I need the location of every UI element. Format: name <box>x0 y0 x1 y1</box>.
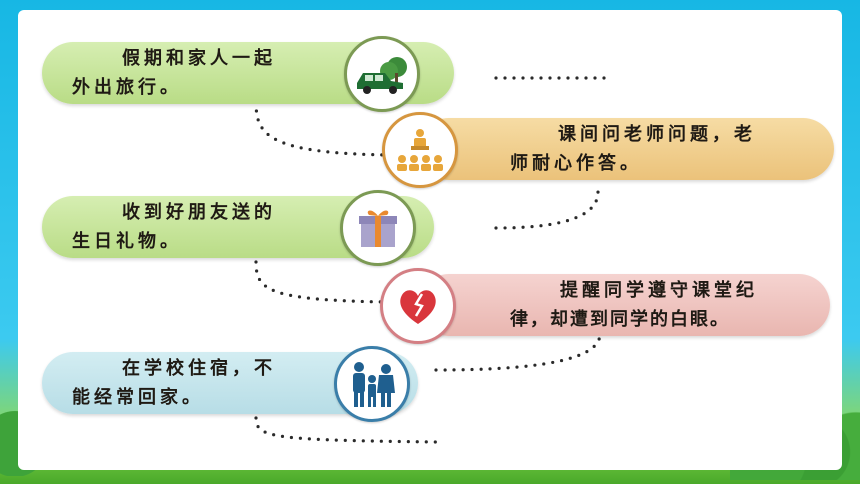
activity-text-line: 收到好朋友送的 <box>122 202 276 223</box>
activity-text: 假期和家人一起 外出旅行。 <box>52 42 312 104</box>
content-card: 假期和家人一起 外出旅行。 课间问老师问题，老 师耐心作答。 <box>18 10 842 470</box>
activity-text: 在学校住宿，不 能经常回家。 <box>52 352 312 414</box>
broken-heart-icon <box>380 268 456 344</box>
activity-text: 提醒同学遵守课堂纪 律，却遭到同学的白眼。 <box>510 274 820 336</box>
activity-text: 课间问老师问题，老 师耐心作答。 <box>510 118 810 180</box>
activity-text-line: 师耐心作答。 <box>510 153 642 174</box>
gift-icon <box>340 190 416 266</box>
car-trip-icon <box>344 36 420 112</box>
activity-text-line: 假期和家人一起 <box>122 48 276 69</box>
activity-text-line: 课间问老师问题，老 <box>558 124 756 145</box>
activity-pill-teacher: 课间问老师问题，老 师耐心作答。 <box>418 118 834 180</box>
activity-text-line: 生日礼物。 <box>72 231 182 252</box>
teacher-students-icon <box>382 112 458 188</box>
dotted-connectors <box>254 76 610 444</box>
activity-text-line: 律，却遭到同学的白眼。 <box>510 309 730 330</box>
activity-pill-reminder: 提醒同学遵守课堂纪 律，却遭到同学的白眼。 <box>418 274 830 336</box>
activity-text-line: 在学校住宿，不 <box>122 358 276 379</box>
activity-text: 收到好朋友送的 生日礼物。 <box>52 196 312 258</box>
activity-text-line: 能经常回家。 <box>72 387 204 408</box>
activity-text-line: 提醒同学遵守课堂纪 <box>560 280 758 301</box>
activity-text-line: 外出旅行。 <box>72 77 182 98</box>
family-icon <box>334 346 410 422</box>
